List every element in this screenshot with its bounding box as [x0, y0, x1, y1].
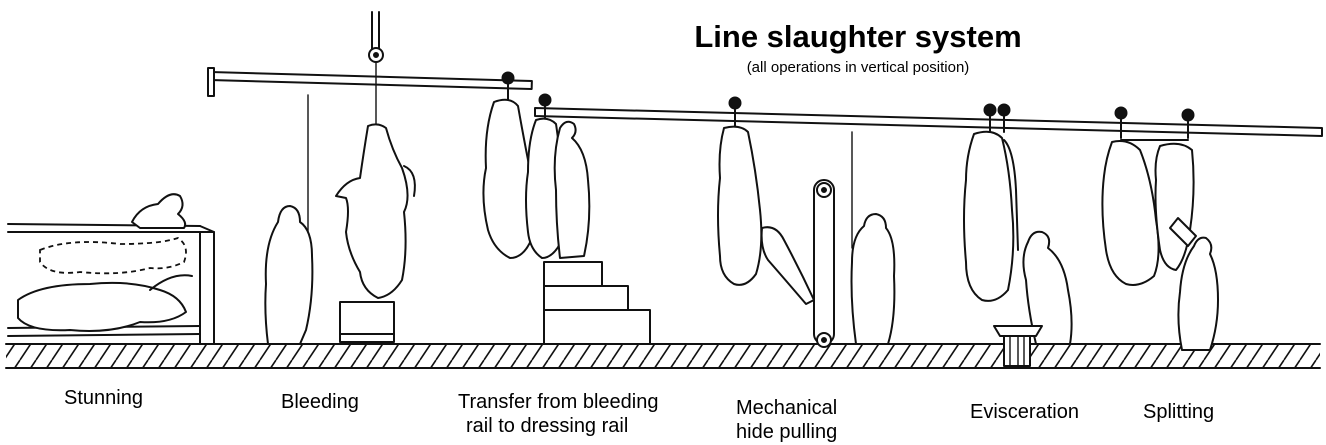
stage-label-transfer-line1: Transfer from bleeding — [458, 390, 658, 414]
diagram-title: Line slaughter system — [598, 18, 1118, 56]
blood-catch-pan — [340, 302, 394, 342]
stage-label-transfer: Transfer from bleeding rail to dressing … — [458, 390, 658, 438]
bleeding-carcass — [336, 124, 415, 298]
evisceration-station — [964, 104, 1072, 366]
hoist-hook — [369, 12, 383, 125]
stage-label-hide-pulling: Mechanical hide pulling — [736, 396, 837, 444]
transfer-carcasses — [483, 72, 589, 258]
diagram-subtitle: (all operations in vertical position) — [598, 58, 1118, 78]
floor — [6, 344, 1320, 368]
stage-label-splitting: Splitting — [1143, 400, 1214, 424]
stage-label-stunning: Stunning — [64, 386, 143, 410]
stage-label-transfer-line2: rail to dressing rail — [458, 414, 658, 438]
bleeding-rail — [208, 68, 532, 96]
hide-pulling-station — [718, 97, 894, 347]
stage-label-hide-pulling-line2: hide pulling — [736, 420, 837, 444]
splitting-station — [1102, 107, 1218, 350]
bleeding-operator — [265, 95, 312, 344]
stage-label-evisceration: Evisceration — [970, 400, 1079, 424]
dressing-rail — [535, 108, 1322, 136]
stunning-pen — [8, 194, 214, 344]
stage-label-bleeding: Bleeding — [281, 390, 359, 414]
stage-label-hide-pulling-line1: Mechanical — [736, 396, 837, 420]
transfer-steps — [544, 262, 650, 344]
